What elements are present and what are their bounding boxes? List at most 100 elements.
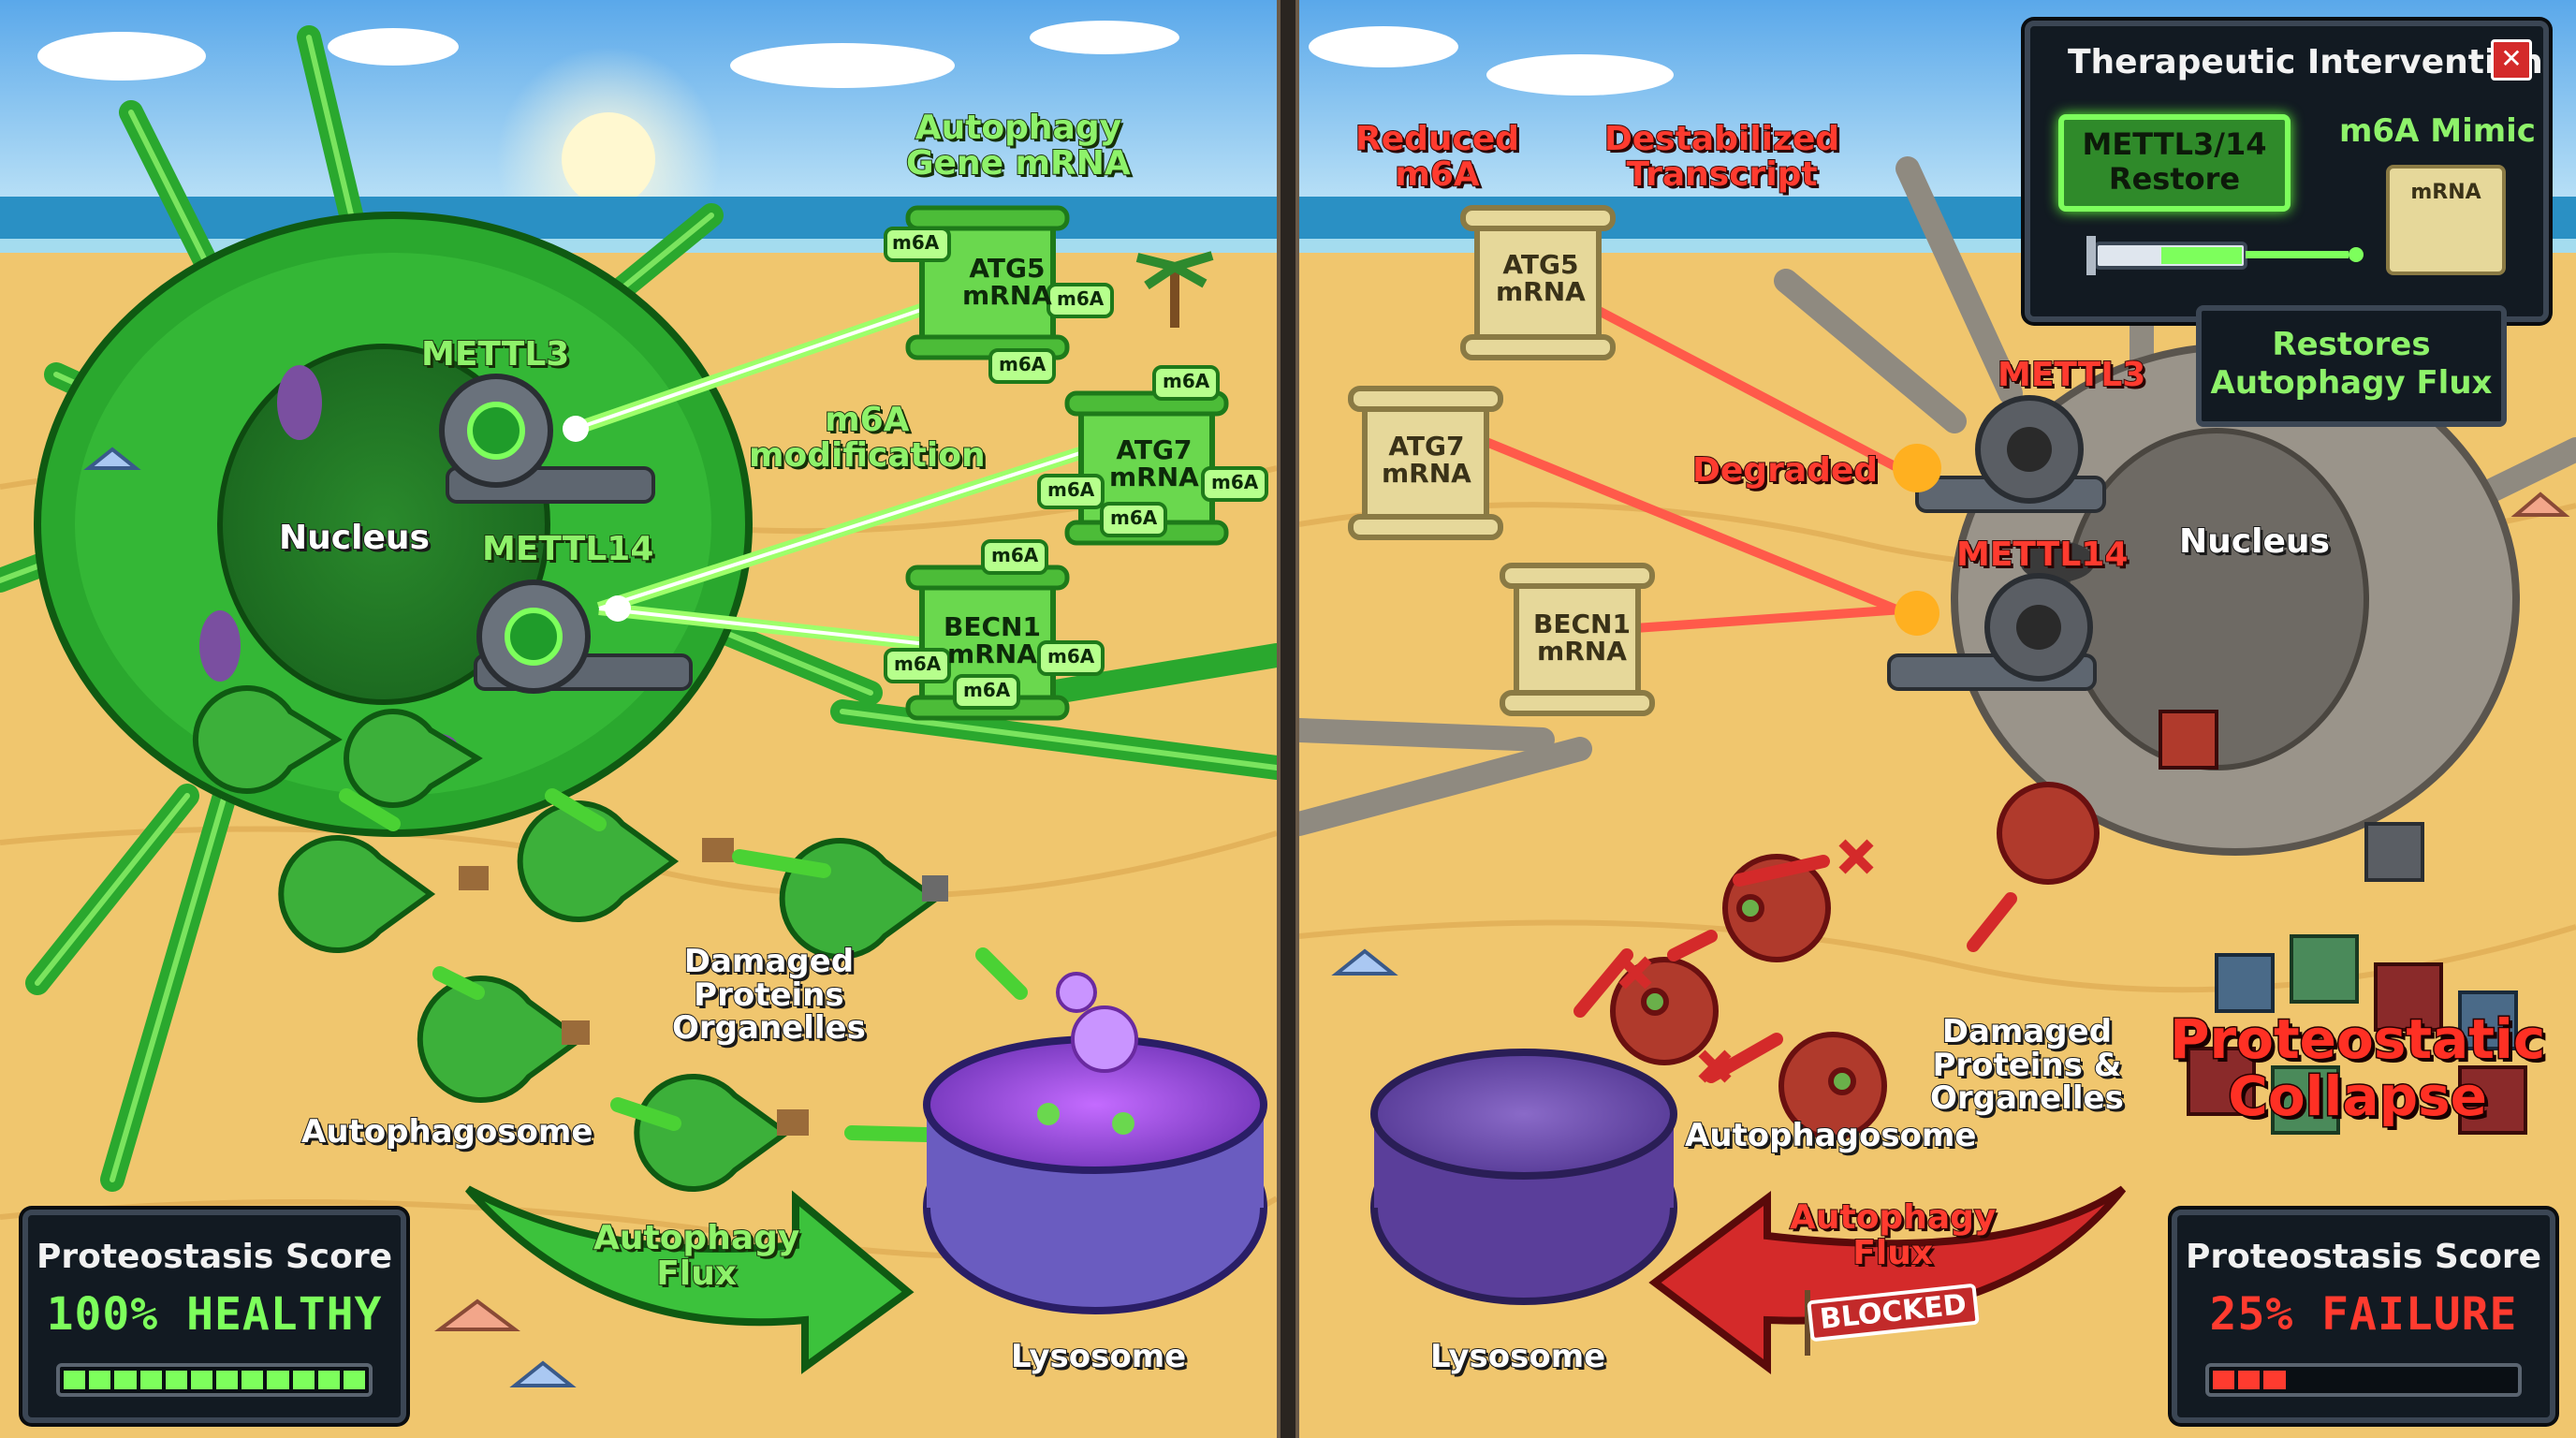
therapeutic-intervention-panel: Therapeutic Intervention ✕ METTL3/14 Res… xyxy=(2025,21,2549,322)
score-bar-segment xyxy=(2315,1371,2336,1389)
lysosome-pot xyxy=(923,972,1267,1314)
score-bar-segment xyxy=(317,1371,340,1389)
nucleus-label: Nucleus xyxy=(278,519,431,557)
healthy-background xyxy=(0,0,1277,1438)
lysosome-label: Lysosome xyxy=(1429,1338,1606,1375)
score-bar-segment xyxy=(2238,1371,2261,1389)
damaged-proteins-label: Damaged Proteins Organelles xyxy=(671,943,867,1048)
score-bar-segment xyxy=(2213,1371,2235,1389)
mrna-scroll-atg7 xyxy=(1348,386,1503,540)
therapy-title: Therapeutic Intervention xyxy=(2068,43,2543,81)
m6a-tag: m6A xyxy=(1047,478,1095,501)
m6a-beams xyxy=(573,295,1089,651)
mettl3-enzyme xyxy=(439,374,655,504)
score-bar-segment xyxy=(114,1371,137,1389)
shell-icon xyxy=(83,447,141,470)
proteostasis-score-panel-failure: Proteostasis Score 25% FAILURE xyxy=(2172,1210,2555,1423)
syringe-icon[interactable] xyxy=(2086,227,2367,283)
mrna-scroll-atg5 xyxy=(905,205,1070,360)
blocked-x-icon xyxy=(1618,839,1874,1083)
score-bar xyxy=(2205,1363,2522,1397)
m6a-tag: m6A xyxy=(1211,471,1259,493)
score-bar-segment xyxy=(2416,1371,2437,1389)
mettl3-label: METTL3 xyxy=(420,335,570,374)
score-bar-segment xyxy=(89,1371,111,1389)
score-bar-segment xyxy=(2391,1371,2412,1389)
close-button[interactable]: ✕ xyxy=(2491,39,2532,81)
score-bar-segment xyxy=(2340,1371,2362,1389)
healthy-panel: Autophagy Gene mRNA METTL3 METTL14 Nucle… xyxy=(0,0,1277,1438)
mitochondria xyxy=(277,365,322,440)
score-bar-segment xyxy=(2365,1371,2387,1389)
score-bar-segment xyxy=(292,1371,315,1389)
mettl3-label: METTL3 xyxy=(1997,356,2146,394)
mimic-mrna-label: mRNA xyxy=(2410,181,2481,204)
atg7-mrna-label: ATG7 mRNA xyxy=(1382,431,1471,490)
mimic-mrna-scroll: mRNA xyxy=(2386,165,2506,275)
autophagy-flux-label: Autophagy Flux xyxy=(593,1219,800,1293)
m6a-mimic-title: m6A Mimic xyxy=(2339,112,2536,150)
mitochondria xyxy=(199,610,241,682)
mettl14-enzyme-broken xyxy=(1887,573,2097,691)
restores-autophagy-tooltip: Restores Autophagy Flux xyxy=(2196,305,2507,427)
m6a-tag: m6A xyxy=(963,679,1011,701)
m6a-tag: m6A xyxy=(1047,645,1095,668)
blocked-flux-arrow xyxy=(1648,1185,2127,1374)
mettl3-14-restore-button[interactable]: METTL3/14 Restore xyxy=(2058,114,2291,212)
mrna-scroll-becn1 xyxy=(1500,563,1655,716)
lysosome-pot xyxy=(1370,1049,1677,1305)
score-bar-segment xyxy=(216,1371,239,1389)
degraded-label: Degraded xyxy=(1691,451,1879,490)
m6a-modification-label: m6A modification xyxy=(748,401,987,475)
shell-icon xyxy=(434,1299,520,1331)
score-bar-segment xyxy=(343,1371,366,1389)
m6a-tag: m6A xyxy=(894,653,942,675)
autophagosome-label: Autophagosome xyxy=(300,1113,593,1151)
score-bar xyxy=(56,1363,373,1397)
mettl14-label: METTL14 xyxy=(1955,536,2129,574)
mettl3-enzyme-broken xyxy=(1893,395,2106,513)
blocked-flux-arrows xyxy=(1573,855,2017,1083)
score-bar-segment xyxy=(267,1371,289,1389)
autophagy-flux-arrow xyxy=(464,1185,915,1374)
protein-aggregate-pile xyxy=(2159,710,2527,1135)
flux-arrows xyxy=(339,788,1028,1142)
score-bar-segment xyxy=(2290,1371,2311,1389)
atg5-mrna-label: ATG5 mRNA xyxy=(1496,249,1586,308)
shell-icon xyxy=(509,1360,577,1387)
m6a-tags xyxy=(884,227,1268,710)
atg7-mrna-label: ATG7 mRNA xyxy=(1109,434,1199,493)
mrna-scroll-atg5 xyxy=(1460,205,1616,360)
score-bar-segment xyxy=(165,1371,187,1389)
autophagosome xyxy=(192,685,948,1192)
shell-icon xyxy=(2510,492,2570,517)
score-bar-segment xyxy=(139,1371,162,1389)
score-title: Proteostasis Score xyxy=(2185,1238,2542,1276)
m6a-tag: m6A xyxy=(991,544,1039,566)
m6a-tag: m6A xyxy=(1057,287,1105,310)
mettl14-label: METTL14 xyxy=(481,530,654,568)
proteostatic-collapse-label: Proteostatic Collapse xyxy=(2168,1007,2546,1128)
m6a-tag: m6A xyxy=(1163,370,1210,392)
becn1-mrna-label: BECN1 mRNA xyxy=(944,611,1041,670)
m6a-tag: m6A xyxy=(1110,506,1158,529)
atg5-mrna-label: ATG5 mRNA xyxy=(962,253,1052,312)
palm-tree-icon xyxy=(1135,251,1214,328)
shell-icon xyxy=(1331,948,1398,976)
autophagy-gene-mrna-label: Autophagy Gene mRNA xyxy=(905,109,1132,183)
reduced-m6a-label: Reduced m6A xyxy=(1354,120,1520,194)
panel-divider xyxy=(1277,0,1299,1438)
score-bar-segment xyxy=(242,1371,264,1389)
score-bar-segment xyxy=(190,1371,213,1389)
score-value: 25% FAILURE xyxy=(2209,1288,2518,1341)
m6a-tag: m6A xyxy=(892,231,940,254)
score-bar-segment xyxy=(64,1371,86,1389)
becn1-mrna-label: BECN1 mRNA xyxy=(1533,609,1631,668)
mettl14-enzyme xyxy=(474,580,693,694)
m6a-tag: m6A xyxy=(999,353,1046,375)
score-title: Proteostasis Score xyxy=(36,1238,393,1276)
score-value: 100% HEALTHY xyxy=(46,1288,383,1341)
degenerated-neuron xyxy=(1299,156,2576,856)
autophagosome-label: Autophagosome xyxy=(1684,1117,1977,1154)
